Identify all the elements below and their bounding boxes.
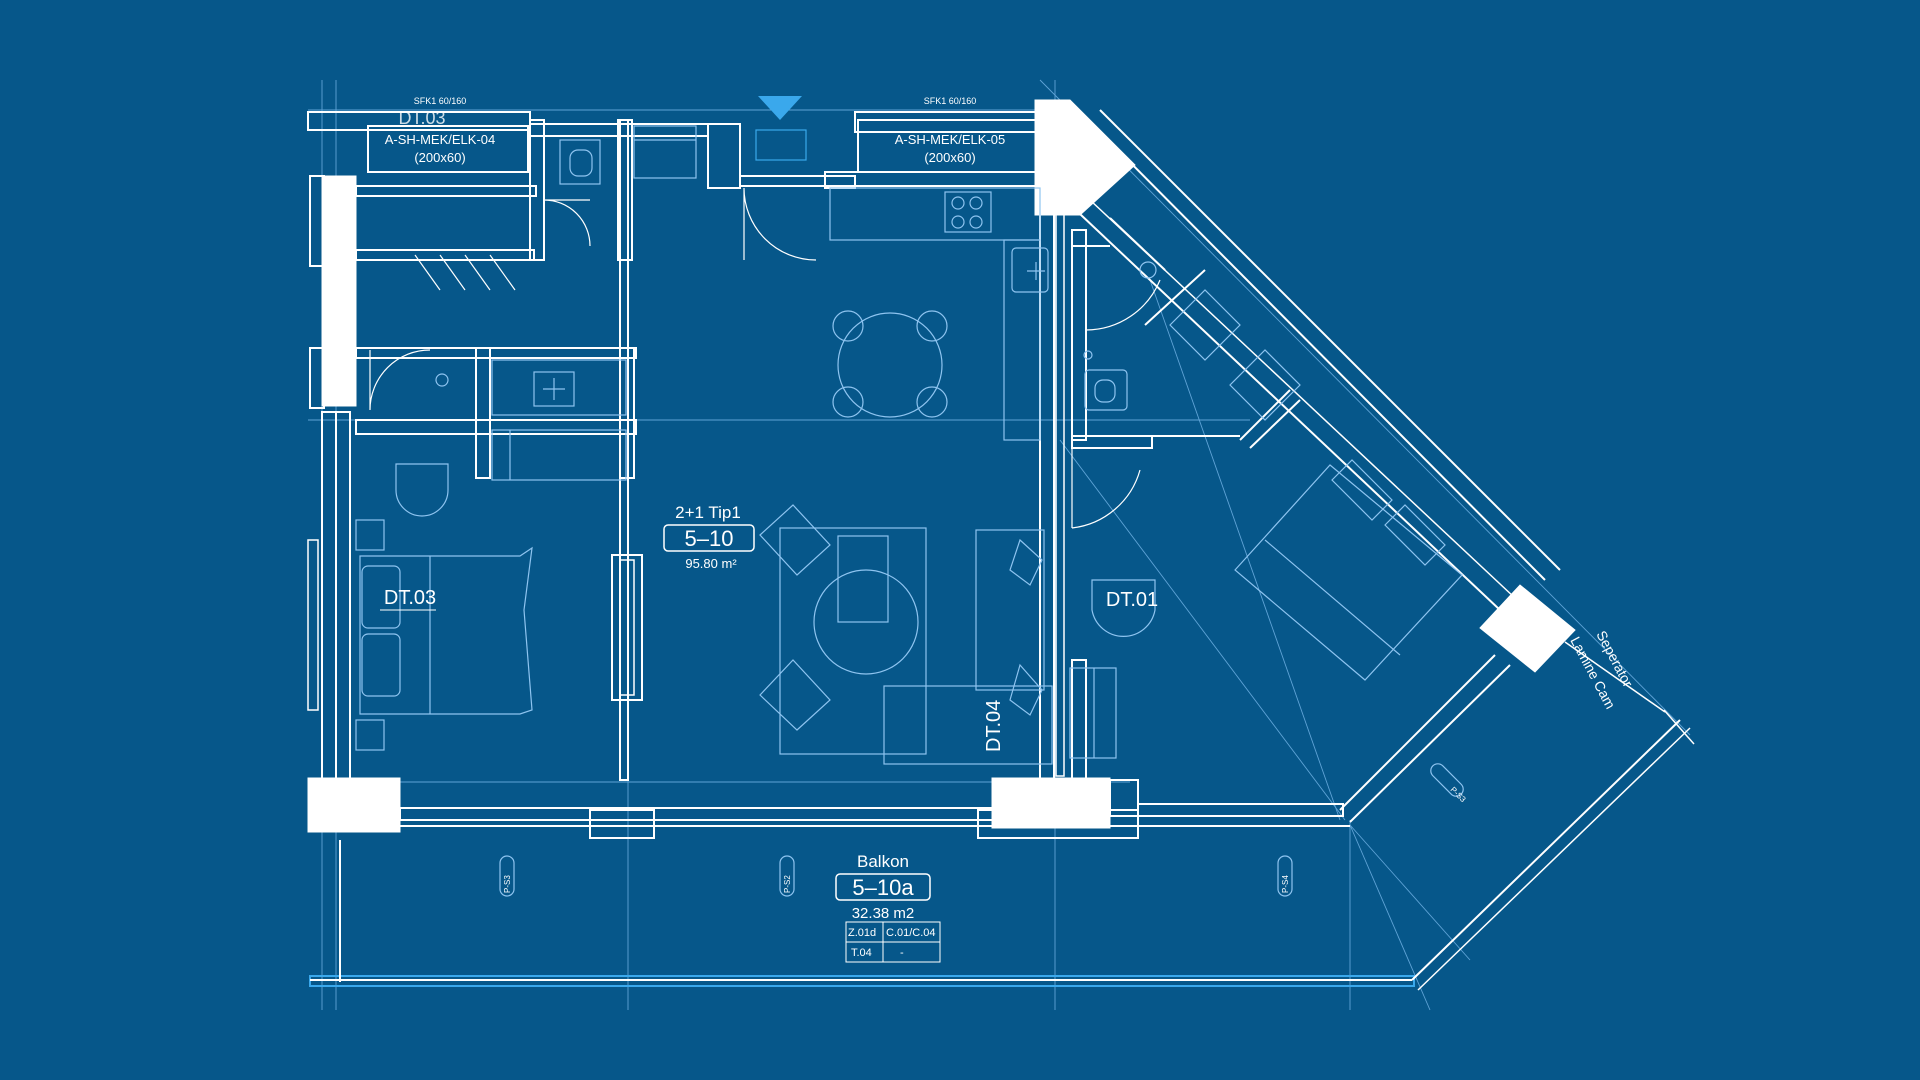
room-label-dt01: DT.01 <box>1106 589 1158 611</box>
balcony-name: Balkon <box>857 852 909 871</box>
column-tag-2: P-S2 <box>783 875 792 893</box>
balcony-table-r1c2: C.01/C.04 <box>886 927 936 939</box>
shaft-elk-05 <box>857 119 1039 173</box>
balcony-code: 5–10a <box>852 875 914 900</box>
kitchen <box>829 187 1049 441</box>
room-label-dt03: DT.03 <box>384 587 436 609</box>
interior-walls <box>355 119 1301 782</box>
bedroom-right-bed <box>1069 459 1463 759</box>
balcony-table-r2c1: T.04 <box>851 947 872 959</box>
room-label-dt04: DT.04 <box>983 700 1005 752</box>
door-mat <box>755 129 807 161</box>
room-tag-partial: DT.03 <box>398 108 445 128</box>
bathroom-middle <box>435 359 627 481</box>
doors <box>369 187 1161 529</box>
exterior-walls <box>307 99 1695 991</box>
shaft-size-04: (200x60) <box>414 150 465 165</box>
balcony-table-r2c2: - <box>900 947 904 959</box>
shaft-size-05: (200x60) <box>924 150 975 165</box>
unit-code: 5–10 <box>685 526 734 551</box>
unit-type: 2+1 Tip1 <box>675 503 741 522</box>
dining-table <box>832 310 948 418</box>
balcony-area: 32.38 m2 <box>852 905 915 922</box>
bedroom-left-bed <box>355 463 533 751</box>
shaft-label-04: A-SH-MEK/ELK-04 <box>385 132 496 147</box>
bathroom-top <box>559 125 697 185</box>
shaft-label-05: A-SH-MEK/ELK-05 <box>895 132 1006 147</box>
entrance-marker-icon <box>758 96 802 120</box>
balcony-info-table <box>845 921 941 963</box>
shaft-spec-04: SFK1 60/160 <box>414 96 467 106</box>
balcony-table-r1c1: Z.01d <box>848 927 876 939</box>
column-tag-1: P-S3 <box>503 875 512 893</box>
living-furniture <box>759 504 1053 765</box>
balcony-code-box <box>835 873 931 901</box>
unit-code-box <box>663 524 755 552</box>
unit-area: 95.80 m² <box>685 556 737 571</box>
column-tags <box>499 763 1464 897</box>
shaft-spec-05: SFK1 60/160 <box>924 96 977 106</box>
shaft-elk-04 <box>367 125 529 173</box>
bathroom-right <box>1083 261 1301 421</box>
column-tag-3: P-S4 <box>1281 875 1290 893</box>
